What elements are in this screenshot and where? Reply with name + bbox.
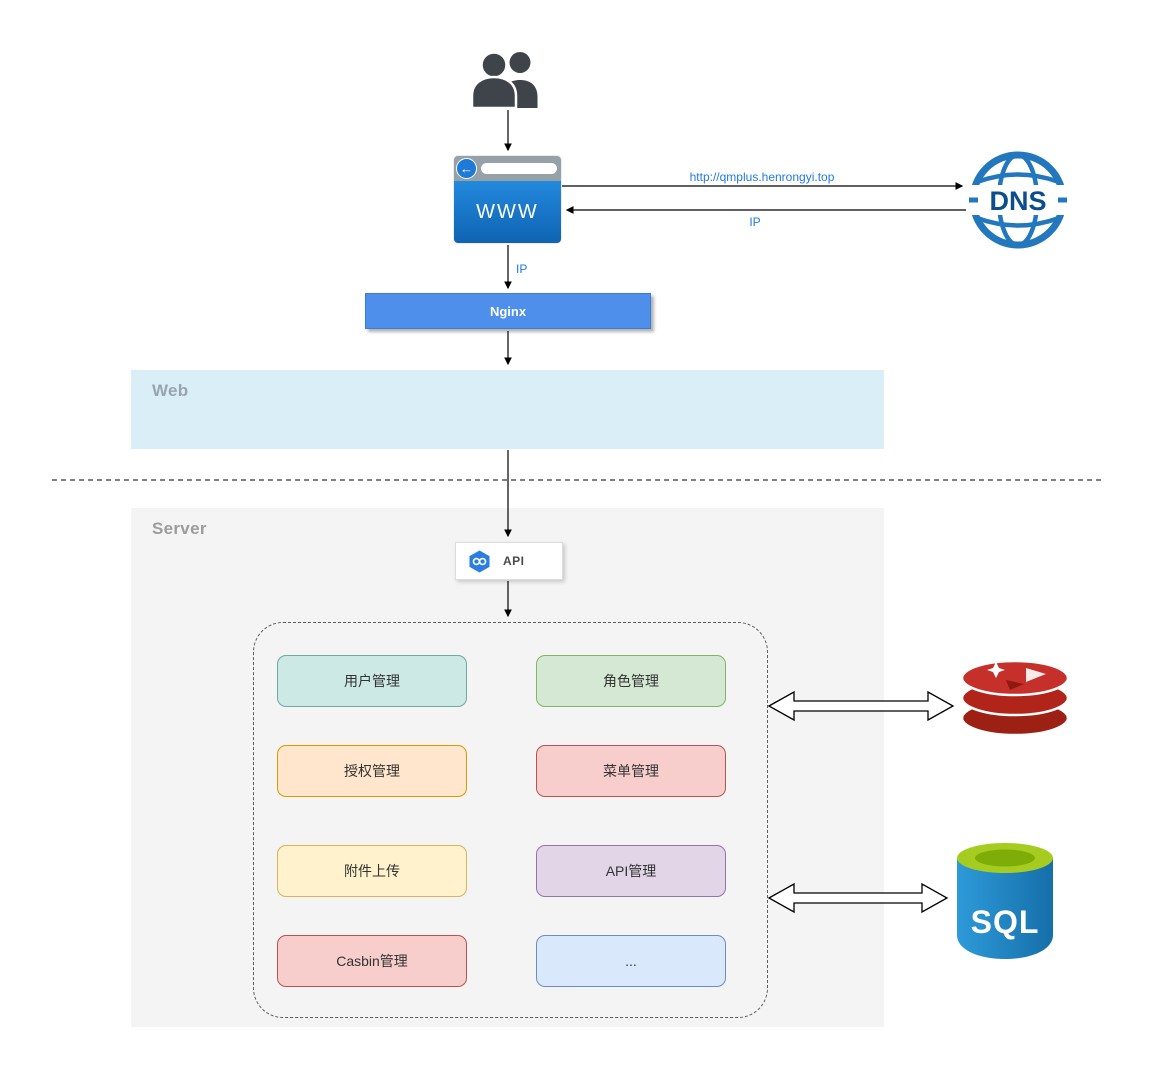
users-icon <box>469 50 545 110</box>
browser-address-bar <box>481 163 557 174</box>
module-more: ... <box>536 935 726 987</box>
module-menu-management: 菜单管理 <box>536 745 726 797</box>
sql-label: SQL <box>971 904 1040 940</box>
dns-icon: DNS <box>964 150 1072 250</box>
edge-label-url: http://qmplus.henrongyi.top <box>689 170 835 184</box>
module-user-management: 用户管理 <box>277 655 467 707</box>
api-hexagon-icon <box>469 549 490 573</box>
module-auth-management: 授权管理 <box>277 745 467 797</box>
edge-label-ip-down: IP <box>516 262 528 276</box>
browser-window: ← WWW <box>454 156 561 243</box>
module-casbin-management: Casbin管理 <box>277 935 467 987</box>
sql-database-icon: SQL <box>953 838 1057 962</box>
module-api-management: API管理 <box>536 845 726 897</box>
edge-label-ip-return: IP <box>749 215 761 229</box>
module-file-upload: 附件上传 <box>277 845 467 897</box>
web-section: Web <box>131 370 884 449</box>
web-label: Web <box>152 381 189 400</box>
redis-icon-svg <box>960 659 1070 737</box>
back-icon: ← <box>456 158 477 179</box>
dns-globe-svg: DNS <box>964 151 1072 249</box>
users-icon-svg <box>470 51 538 110</box>
browser-label: WWW <box>454 181 561 243</box>
browser-titlebar: ← <box>454 156 561 181</box>
dns-label: DNS <box>989 186 1046 216</box>
redis-icon <box>958 650 1072 738</box>
api-label: API <box>503 554 525 568</box>
server-label: Server <box>152 519 207 538</box>
module-role-management: 角色管理 <box>536 655 726 707</box>
sql-database-svg: SQL <box>957 843 1053 959</box>
module-group <box>253 622 768 1018</box>
nginx-node: Nginx <box>365 293 651 329</box>
api-node: API <box>455 542 563 580</box>
